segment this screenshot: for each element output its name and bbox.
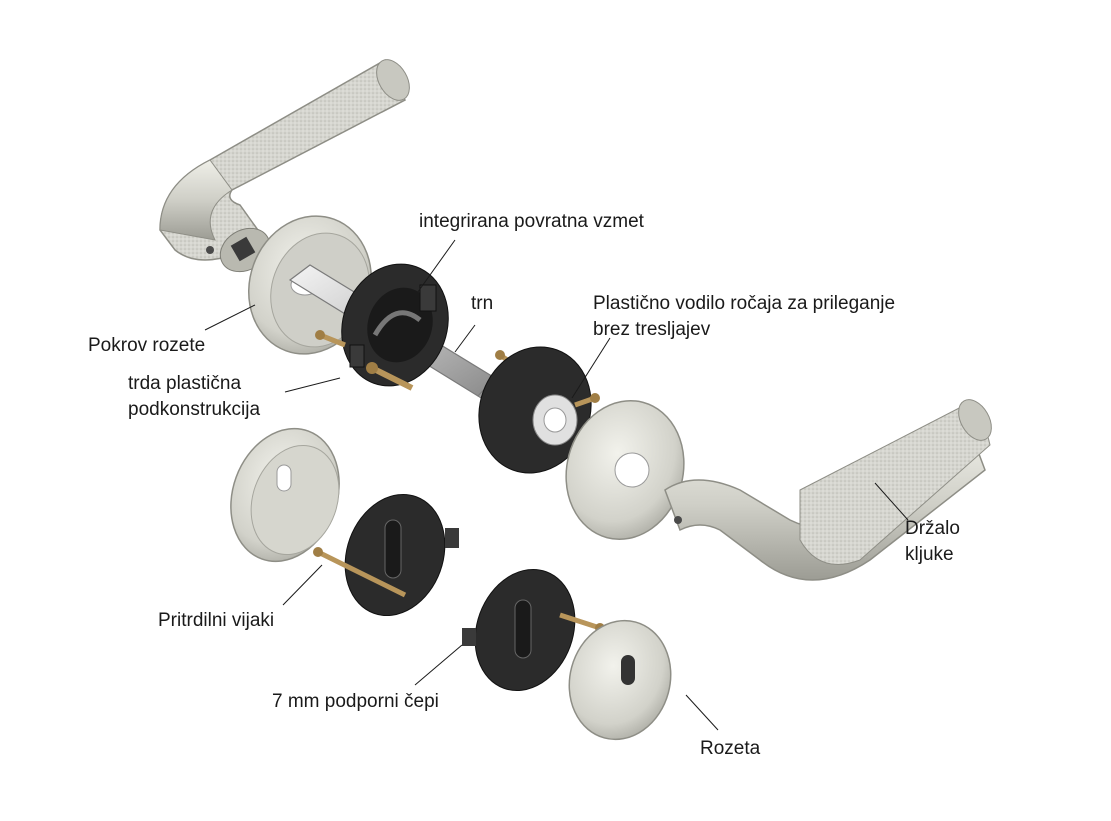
label-screws: Pritrdilni vijaki (158, 610, 275, 631)
leader-lines (204, 239, 909, 731)
right-rosette (565, 399, 685, 541)
lower-substructure-left (313, 493, 459, 617)
lower-handle (664, 399, 992, 581)
leader-spring (404, 239, 456, 311)
upper-screws (315, 330, 414, 391)
label-holder-line1: Držalo (905, 518, 960, 539)
leader-screws (282, 564, 323, 606)
leader-cover (204, 304, 256, 331)
label-cover: Pokrov rozete (88, 335, 206, 356)
leader-rosette (685, 694, 719, 731)
label-substructure-line2: podkonstrukcija (128, 399, 261, 420)
leader-pins (414, 644, 463, 686)
leader-guide (571, 337, 611, 399)
label-rosette: Rozeta (700, 738, 761, 759)
label-guide-line1: Plastično vodilo ročaja za prileganje (593, 293, 896, 314)
keyhole-rosette (568, 619, 672, 741)
leader-substructure (284, 377, 341, 393)
lower-substructure-right (462, 568, 605, 692)
leader-holder (874, 482, 909, 521)
upper-substructure (341, 263, 449, 387)
handle-guide (478, 346, 600, 474)
leader-spindle (454, 324, 476, 353)
label-spindle: trn (471, 293, 494, 314)
label-pins: 7 mm podporni čepi (272, 691, 439, 712)
keyhole-rosette-cover (230, 427, 340, 563)
label-guide-line2: brez tresljajev (593, 319, 711, 340)
label-holder-line2: kljuke (905, 544, 954, 565)
label-substructure-line1: trda plastična (128, 373, 242, 394)
label-spring: integrirana povratna vzmet (419, 211, 644, 232)
